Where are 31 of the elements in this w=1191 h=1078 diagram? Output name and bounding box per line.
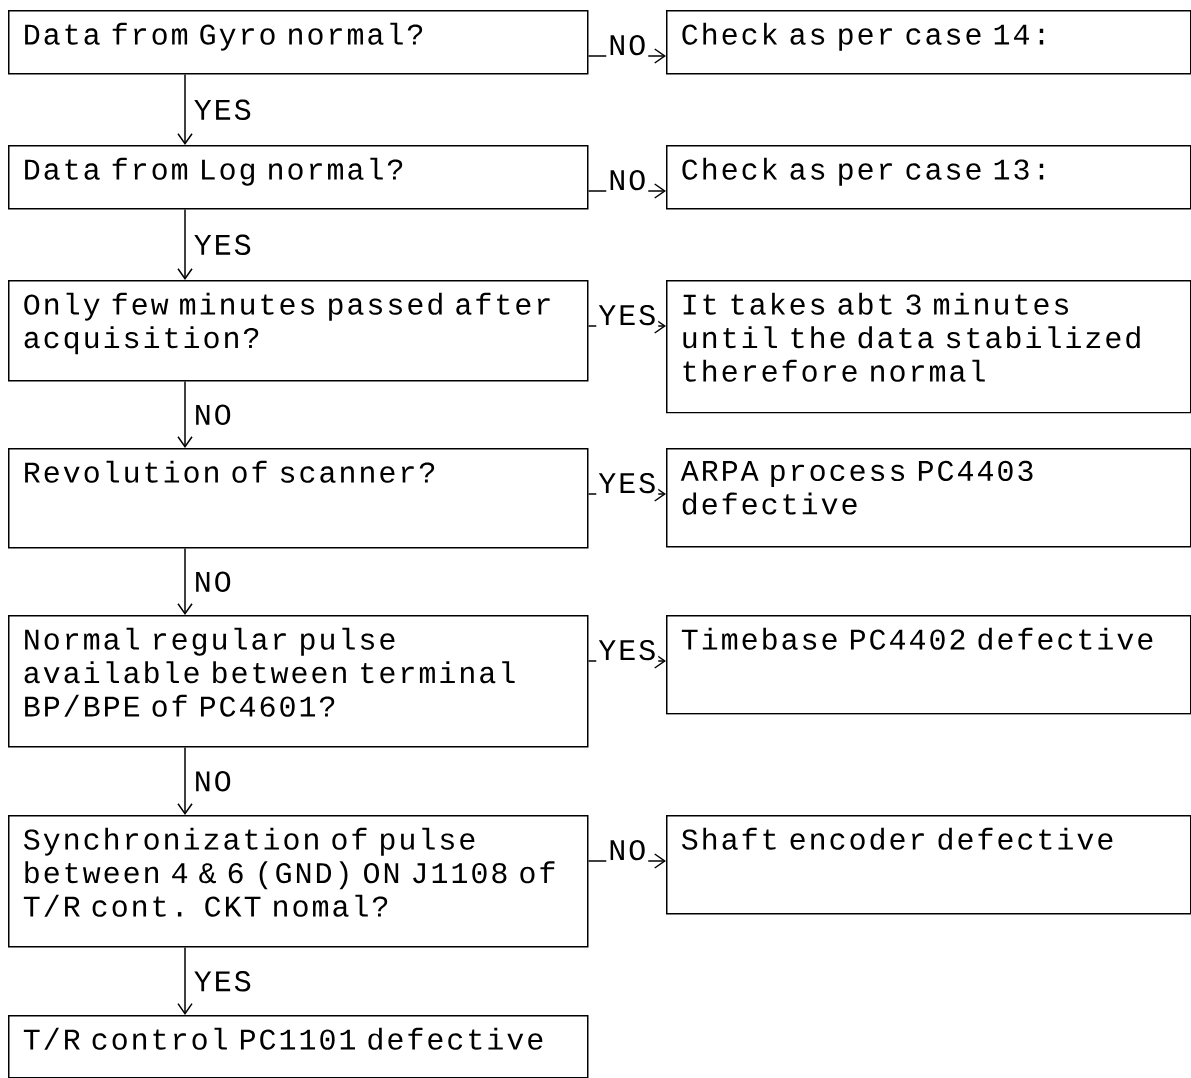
edge-label: YES bbox=[191, 97, 254, 122]
edge-label: NO bbox=[191, 569, 234, 594]
process-box: ARPA process PC4403 defective bbox=[666, 448, 1191, 548]
arrow bbox=[177, 73, 193, 145]
process-box: Data from Log normal? bbox=[8, 145, 589, 210]
edge-label: NO bbox=[606, 32, 649, 58]
arrow bbox=[177, 380, 193, 448]
arrow bbox=[177, 746, 193, 815]
edge-label: NO bbox=[606, 167, 649, 193]
edge-label: YES bbox=[191, 232, 254, 257]
process-box: Data from Gyro normal? bbox=[8, 10, 589, 75]
process-box: Shaft encoder defective bbox=[666, 815, 1191, 915]
edge-label: NO bbox=[191, 402, 234, 427]
process-box: Only few minutes passed after acquisition? bbox=[8, 280, 589, 382]
process-box: Synchronization of pulse between 4 & 6 (GND) ON J1108 of T/R cont. CKT nomal? bbox=[8, 815, 589, 948]
process-box: Check as per case 14: bbox=[666, 10, 1191, 75]
edge-label: YES bbox=[191, 969, 254, 994]
process-box: T/R control PC1101 defective bbox=[8, 1015, 589, 1078]
process-box: Revolution of scanner? bbox=[8, 448, 589, 549]
arrow bbox=[177, 946, 193, 1015]
process-box: It takes abt 3 minutes until the data stabilized therefore normal bbox=[666, 280, 1191, 414]
edge-label: YES bbox=[596, 637, 659, 663]
arrow bbox=[177, 208, 193, 280]
edge-label: YES bbox=[596, 470, 659, 496]
edge-label: NO bbox=[606, 837, 649, 863]
arrow bbox=[177, 547, 193, 615]
edge-label: NO bbox=[191, 769, 234, 794]
process-box: Normal regular pulse available between terminal BP/BPE of PC4601? bbox=[8, 615, 589, 748]
process-box: Timebase PC4402 defective bbox=[666, 615, 1191, 715]
process-box: Check as per case 13: bbox=[666, 145, 1191, 210]
edge-label: YES bbox=[596, 302, 659, 328]
